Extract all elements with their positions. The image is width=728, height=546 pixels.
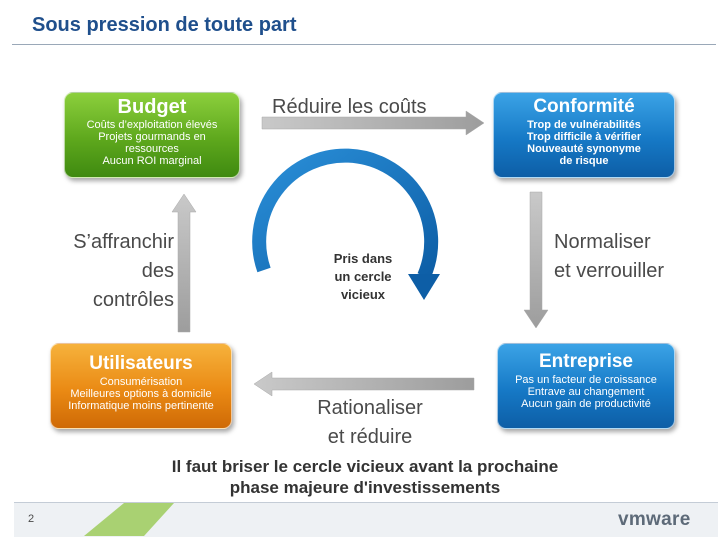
conformite-line: Trop de vulnérabilités [527,119,641,131]
utilisateurs-title: Utilisateurs [89,353,193,374]
cycle-arrow-head [408,274,440,300]
conformite-title: Conformité [533,96,635,117]
label-reduire-couts: Réduire les coûts [272,96,427,118]
label-line: S’affranchir [73,231,174,253]
label-line: Normaliser [554,231,651,253]
budget-line: Aucun ROI marginal [102,155,202,167]
center-line: vicieux [340,287,386,302]
arrow-top-right [261,110,485,136]
budget-box: Budget Coûts d’exploitation élevés Proje… [64,92,240,178]
message-line: phase majeure d'investissements [229,478,501,497]
utilisateurs-box: Utilisateurs Consumérisation Meilleures … [50,343,232,429]
label-line: et verrouiller [554,260,665,282]
label-line: contrôles [92,289,174,311]
arrow-right-down [523,191,549,329]
entreprise-line: Pas un facteur de croissance [515,374,657,386]
utilisateurs-line: Meilleures options à domicile [70,388,212,400]
utilisateurs-line: Consumérisation [99,376,183,388]
budget-line: Coûts d’exploitation élevés [86,119,218,131]
label-normaliser: Normaliser et verrouiller [554,228,664,286]
conformite-box: Conformité Trop de vulnérabilités Trop d… [493,92,675,178]
label-line: et réduire [327,426,413,448]
center-line: Pris dans [333,251,393,266]
key-message: Il faut briser le cercle vicieux avant l… [80,456,650,498]
entreprise-line: Aucun gain de productivité [521,398,651,410]
budget-title: Budget [117,96,187,118]
footer-green-accent [84,503,174,536]
message-line: Il faut briser le cercle vicieux avant l… [171,457,559,476]
entreprise-box: Entreprise Pas un facteur de croissance … [497,343,675,429]
arrow-left-up [171,193,197,333]
entreprise-line: Entrave au changement [527,386,645,398]
entreprise-title: Entreprise [539,351,633,372]
label-rationaliser: Rationaliser et réduire [292,394,448,452]
vmware-logo: vmware [618,509,691,530]
label-line: Rationaliser [317,397,423,419]
budget-line: Projets gourmands en [98,131,206,143]
conformite-line: Nouveauté synonyme [527,143,641,155]
page-number: 2 [28,513,35,525]
center-caption: Pris dans un cercle vicieux [310,250,416,304]
label-affranchir: S’affranchir des contrôles [50,228,174,315]
page-title: Sous pression de toute part [32,14,297,36]
conformite-line: de risque [559,155,609,167]
conformite-line: Trop difficile à vérifier [526,131,642,143]
center-line: un cercle [334,269,392,284]
utilisateurs-line: Informatique moins pertinente [68,400,214,412]
budget-line: ressources [125,143,179,155]
arrow-bottom-left [253,371,475,397]
label-line: des [141,260,174,282]
title-divider [12,44,716,45]
cycle-arrow-icon [252,148,439,279]
